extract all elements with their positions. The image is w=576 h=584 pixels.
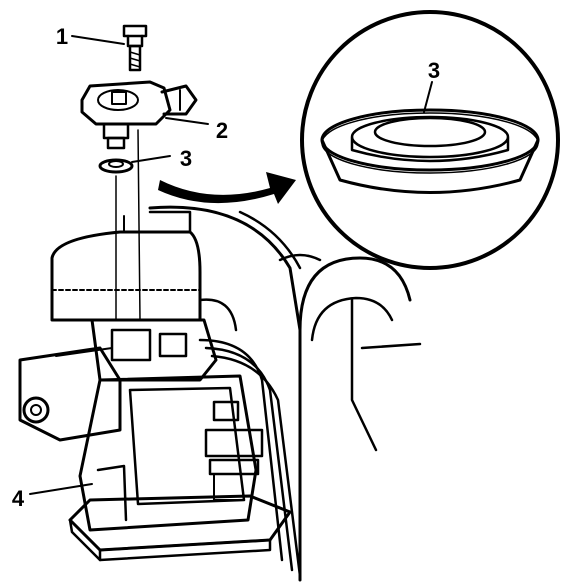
detail-circle <box>300 10 560 270</box>
callout-detail-seal: 3 <box>428 58 440 83</box>
assembly <box>18 205 422 582</box>
bolt <box>122 24 148 72</box>
callout-sensor: 2 <box>216 118 228 143</box>
callout-seal: 3 <box>180 146 192 171</box>
leader-line-1 <box>71 35 125 45</box>
detail-inset: 3 <box>300 10 560 270</box>
callout-bolt: 1 <box>56 24 68 49</box>
detail-seal-ring <box>320 108 540 194</box>
sensor <box>80 80 198 150</box>
seal <box>98 158 134 174</box>
curved-arrow <box>158 172 296 204</box>
leader-line-3 <box>131 155 171 163</box>
alignment-lines <box>115 129 141 321</box>
detail-leader-line <box>423 81 433 113</box>
leader-line-2 <box>165 117 209 125</box>
callout-unit: 4 <box>12 486 25 511</box>
